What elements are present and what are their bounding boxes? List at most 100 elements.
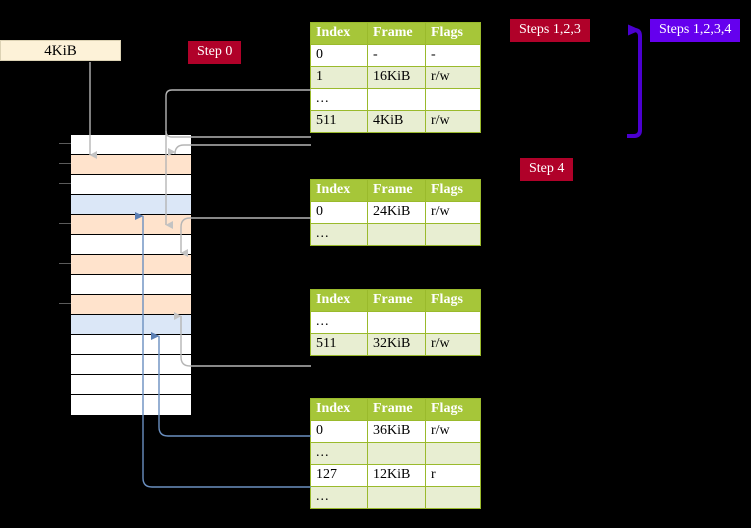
memory-row-3 (71, 195, 191, 215)
table-header-row: Index Frame Flags (310, 398, 481, 421)
cell-flags: r/w (425, 201, 481, 224)
cell-index: ... (310, 486, 368, 509)
memory-row-0 (71, 135, 191, 155)
memory-row-7 (71, 275, 191, 295)
column-header-index: Index (310, 289, 368, 312)
cell-frame: 24KiB (367, 201, 426, 224)
column-header-frame: Frame (367, 22, 426, 45)
memory-tick-5 (59, 303, 71, 304)
table-row: ... (310, 311, 481, 334)
memory-row-5 (71, 235, 191, 255)
column-header-flags: Flags (425, 398, 481, 421)
cell-index: 511 (310, 110, 368, 133)
memory-tick-0 (59, 143, 71, 144)
wire-steps-bracket (627, 24, 642, 138)
column-header-frame: Frame (367, 289, 426, 312)
memory-tick-4 (59, 263, 71, 264)
cell-index: ... (310, 88, 368, 111)
memory-row-8 (71, 295, 191, 315)
cell-frame: 32KiB (367, 333, 426, 356)
cell-index: ... (310, 223, 368, 246)
table-header-row: Index Frame Flags (310, 179, 481, 202)
memory-row-12 (71, 375, 191, 395)
badge-steps-123: Steps 1,2,3 (510, 19, 590, 42)
cell-flags: r/w (425, 66, 481, 89)
column-header-flags: Flags (425, 22, 481, 45)
cell-frame (367, 442, 426, 465)
table-row: 0-- (310, 44, 481, 67)
cell-index: ... (310, 311, 368, 334)
cell-frame: - (367, 44, 426, 67)
memory-row-9 (71, 315, 191, 335)
cell-flags: r (425, 464, 481, 487)
highlighted-value: 4KiB (373, 113, 404, 128)
highlighted-value: 511 (316, 113, 337, 128)
highlighted-value: r/w (431, 113, 450, 128)
cell-index: 511 (310, 333, 368, 356)
cell-flags: r/w (425, 333, 481, 356)
badge-step-0: Step 0 (188, 41, 242, 64)
column-header-frame: Frame (367, 179, 426, 202)
cell-frame: 4KiB (367, 110, 426, 133)
table-row: ... (310, 223, 481, 246)
cell-index: 0 (310, 201, 368, 224)
cell-flags (425, 442, 481, 465)
memory-row-4 (71, 215, 191, 235)
memory-row-13 (71, 395, 191, 415)
column-header-index: Index (310, 398, 368, 421)
table-row: 511 4KiB r/w (310, 110, 481, 133)
table-row: ... (310, 486, 481, 509)
column-header-flags: Flags (425, 179, 481, 202)
cell-frame (367, 88, 426, 111)
memory-row-11 (71, 355, 191, 375)
cell-index: 0 (310, 420, 368, 443)
cell-flags (425, 88, 481, 111)
cell-frame: 16KiB (367, 66, 426, 89)
memory-tick-1 (59, 163, 71, 164)
cell-flags (425, 486, 481, 509)
cell-flags: r/w (425, 110, 481, 133)
wire-pdp-to-memory (180, 217, 311, 257)
memory-row-1 (71, 155, 191, 175)
memory-row-2 (71, 175, 191, 195)
column-header-index: Index (310, 22, 368, 45)
wire-pml4-entry-loop (165, 89, 311, 138)
cell-index: 1 (310, 66, 368, 89)
cell-index: 127 (310, 464, 368, 487)
cell-frame (367, 311, 426, 334)
cell-flags: - (425, 44, 481, 67)
table-header-row: Index Frame Flags (310, 289, 481, 312)
memory-tick-2 (59, 183, 71, 184)
table-row: ... (310, 88, 481, 111)
cell-frame (367, 223, 426, 246)
column-header-frame: Frame (367, 398, 426, 421)
cell-index: ... (310, 442, 368, 465)
cell-frame: 36KiB (367, 420, 426, 443)
wire-pd-to-memory (174, 312, 311, 367)
memory-row-6 (71, 255, 191, 275)
cell-frame (367, 486, 426, 509)
badge-steps-1234: Steps 1,2,3,4 (650, 19, 741, 42)
cell-index: 0 (310, 44, 368, 67)
memory-tick-3 (59, 223, 71, 224)
memory-row-10 (71, 335, 191, 355)
badge-step-4: Step 4 (520, 158, 574, 181)
table-row: ... (310, 442, 481, 465)
cell-frame: 12KiB (367, 464, 426, 487)
column-header-index: Index (310, 179, 368, 202)
column-header-flags: Flags (425, 289, 481, 312)
frame-box-4kib: 4KiB (0, 40, 121, 61)
